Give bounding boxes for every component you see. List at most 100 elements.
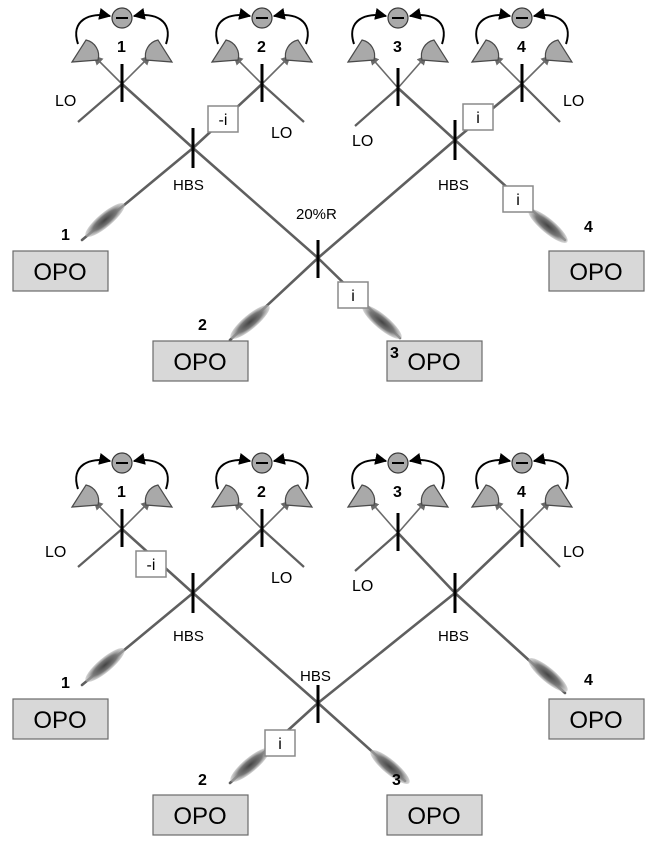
detector-number: 3: [393, 484, 402, 501]
lo-beam-1: [77, 83, 123, 123]
opo-label: OPO: [33, 259, 86, 286]
lo-label: LO: [271, 125, 292, 142]
squeezed-state-3: [362, 305, 402, 339]
opo-label: OPO: [407, 803, 460, 830]
detector-number: 4: [517, 39, 526, 56]
opo-box: [548, 250, 645, 292]
phase-box: [135, 550, 167, 578]
lo-label: LO: [271, 570, 292, 587]
detector-pair-4: [470, 7, 574, 63]
opo-label: OPO: [33, 707, 86, 734]
squeezed-state-1: [85, 203, 125, 237]
detector-icon: [346, 484, 376, 508]
detector-pair-2: [210, 452, 314, 508]
detector-icon: [210, 484, 240, 508]
lo-beam-3: [354, 87, 399, 127]
opo-box: [386, 340, 483, 382]
detector-number: 4: [517, 484, 526, 501]
detector-pair-3: [346, 452, 450, 508]
opo-label: OPO: [569, 259, 622, 286]
beam-hbs-det4: [453, 527, 524, 595]
arrow-det4-left: [493, 55, 523, 85]
detector-icon: [284, 39, 314, 63]
beam-hbs-det3: [396, 531, 457, 595]
arrow-det4-right: [521, 500, 551, 530]
lo-beam-4: [521, 83, 561, 123]
arrow-det3-right: [397, 55, 427, 89]
beam-center-right-hbs: [316, 138, 457, 260]
mode-number: 4: [584, 219, 593, 236]
hbs-label: HBS: [173, 628, 204, 645]
detector-pair-3: [346, 7, 450, 63]
beam-center-right-hbs: [316, 591, 457, 705]
lo-beam-1: [77, 528, 123, 568]
phase-box: [264, 729, 296, 757]
phase-box: [462, 103, 494, 131]
detector-icon: [70, 484, 100, 508]
detector-icon: [284, 484, 314, 508]
detector-icon: [420, 484, 450, 508]
phase-label: i: [351, 288, 355, 305]
hbs-label: HBS: [438, 628, 469, 645]
opo-label: OPO: [407, 349, 460, 376]
phase-label: i: [516, 192, 520, 209]
phase-box: [207, 105, 239, 133]
detector-pair-4: [470, 452, 574, 508]
phase-label: i: [476, 110, 480, 127]
detector-icon: [544, 39, 574, 63]
hbs-label: HBS: [173, 177, 204, 194]
phase-box: [337, 281, 369, 309]
detector-number: 2: [257, 484, 266, 501]
beam-hbs-det3: [396, 86, 457, 142]
detector-icon: [144, 39, 174, 63]
lo-beam-3: [354, 532, 399, 572]
phase-label: -i: [147, 557, 156, 574]
lo-label: LO: [55, 93, 76, 110]
opo-box: [12, 250, 109, 292]
arrow-det3-right: [397, 500, 427, 534]
mode-number: 1: [61, 675, 70, 692]
hbs-label: HBS: [438, 177, 469, 194]
squeezed-state-2: [230, 305, 270, 339]
lo-label: LO: [563, 544, 584, 561]
opo-label: OPO: [569, 707, 622, 734]
beam-hbs-det2: [191, 527, 264, 595]
detector-icon: [544, 484, 574, 508]
arrow-det1-right: [121, 500, 151, 530]
squeezed-state-4: [528, 209, 568, 243]
detector-icon: [70, 39, 100, 63]
detector-pair-1: [70, 7, 174, 63]
squeezed-state-4: [528, 658, 568, 692]
mode-number: 4: [584, 672, 593, 689]
detector-icon: [420, 39, 450, 63]
arrow-det1-right: [121, 55, 151, 85]
phase-label: -i: [219, 112, 228, 129]
opo-box: [548, 698, 645, 740]
lo-label: LO: [352, 578, 373, 595]
opo-label: OPO: [173, 803, 226, 830]
phase-label: i: [278, 736, 282, 753]
detector-icon: [470, 484, 500, 508]
top-diagram: OPO OPO OPO OPO 1 2 3 4 1 2 3 4 LO LO LO…: [12, 7, 645, 382]
mode-number: 3: [392, 772, 401, 789]
arrow-det2-left: [233, 500, 263, 530]
opo-label: OPO: [173, 349, 226, 376]
mode-number: 2: [198, 772, 207, 789]
arrow-det2-right: [261, 500, 291, 530]
detector-number: 3: [393, 39, 402, 56]
arrow-det4-left: [493, 500, 523, 530]
arrow-det3-left: [369, 55, 399, 89]
mode-number: 1: [61, 227, 70, 244]
detector-number: 2: [257, 39, 266, 56]
opo-box: [152, 340, 249, 382]
detector-icon: [144, 484, 174, 508]
squeezed-state-2: [230, 748, 270, 782]
arrow-det1-left: [93, 55, 123, 85]
beam-center-left-hbs: [191, 146, 320, 260]
opo-box: [12, 698, 109, 740]
arrow-det3-left: [369, 500, 399, 534]
squeezed-state-3: [370, 750, 410, 784]
detector-icon: [210, 39, 240, 63]
bottom-diagram: OPO OPO OPO OPO 1 2 3 4 1 2 3 4 LO LO LO…: [12, 452, 645, 836]
lo-label: LO: [45, 544, 66, 561]
